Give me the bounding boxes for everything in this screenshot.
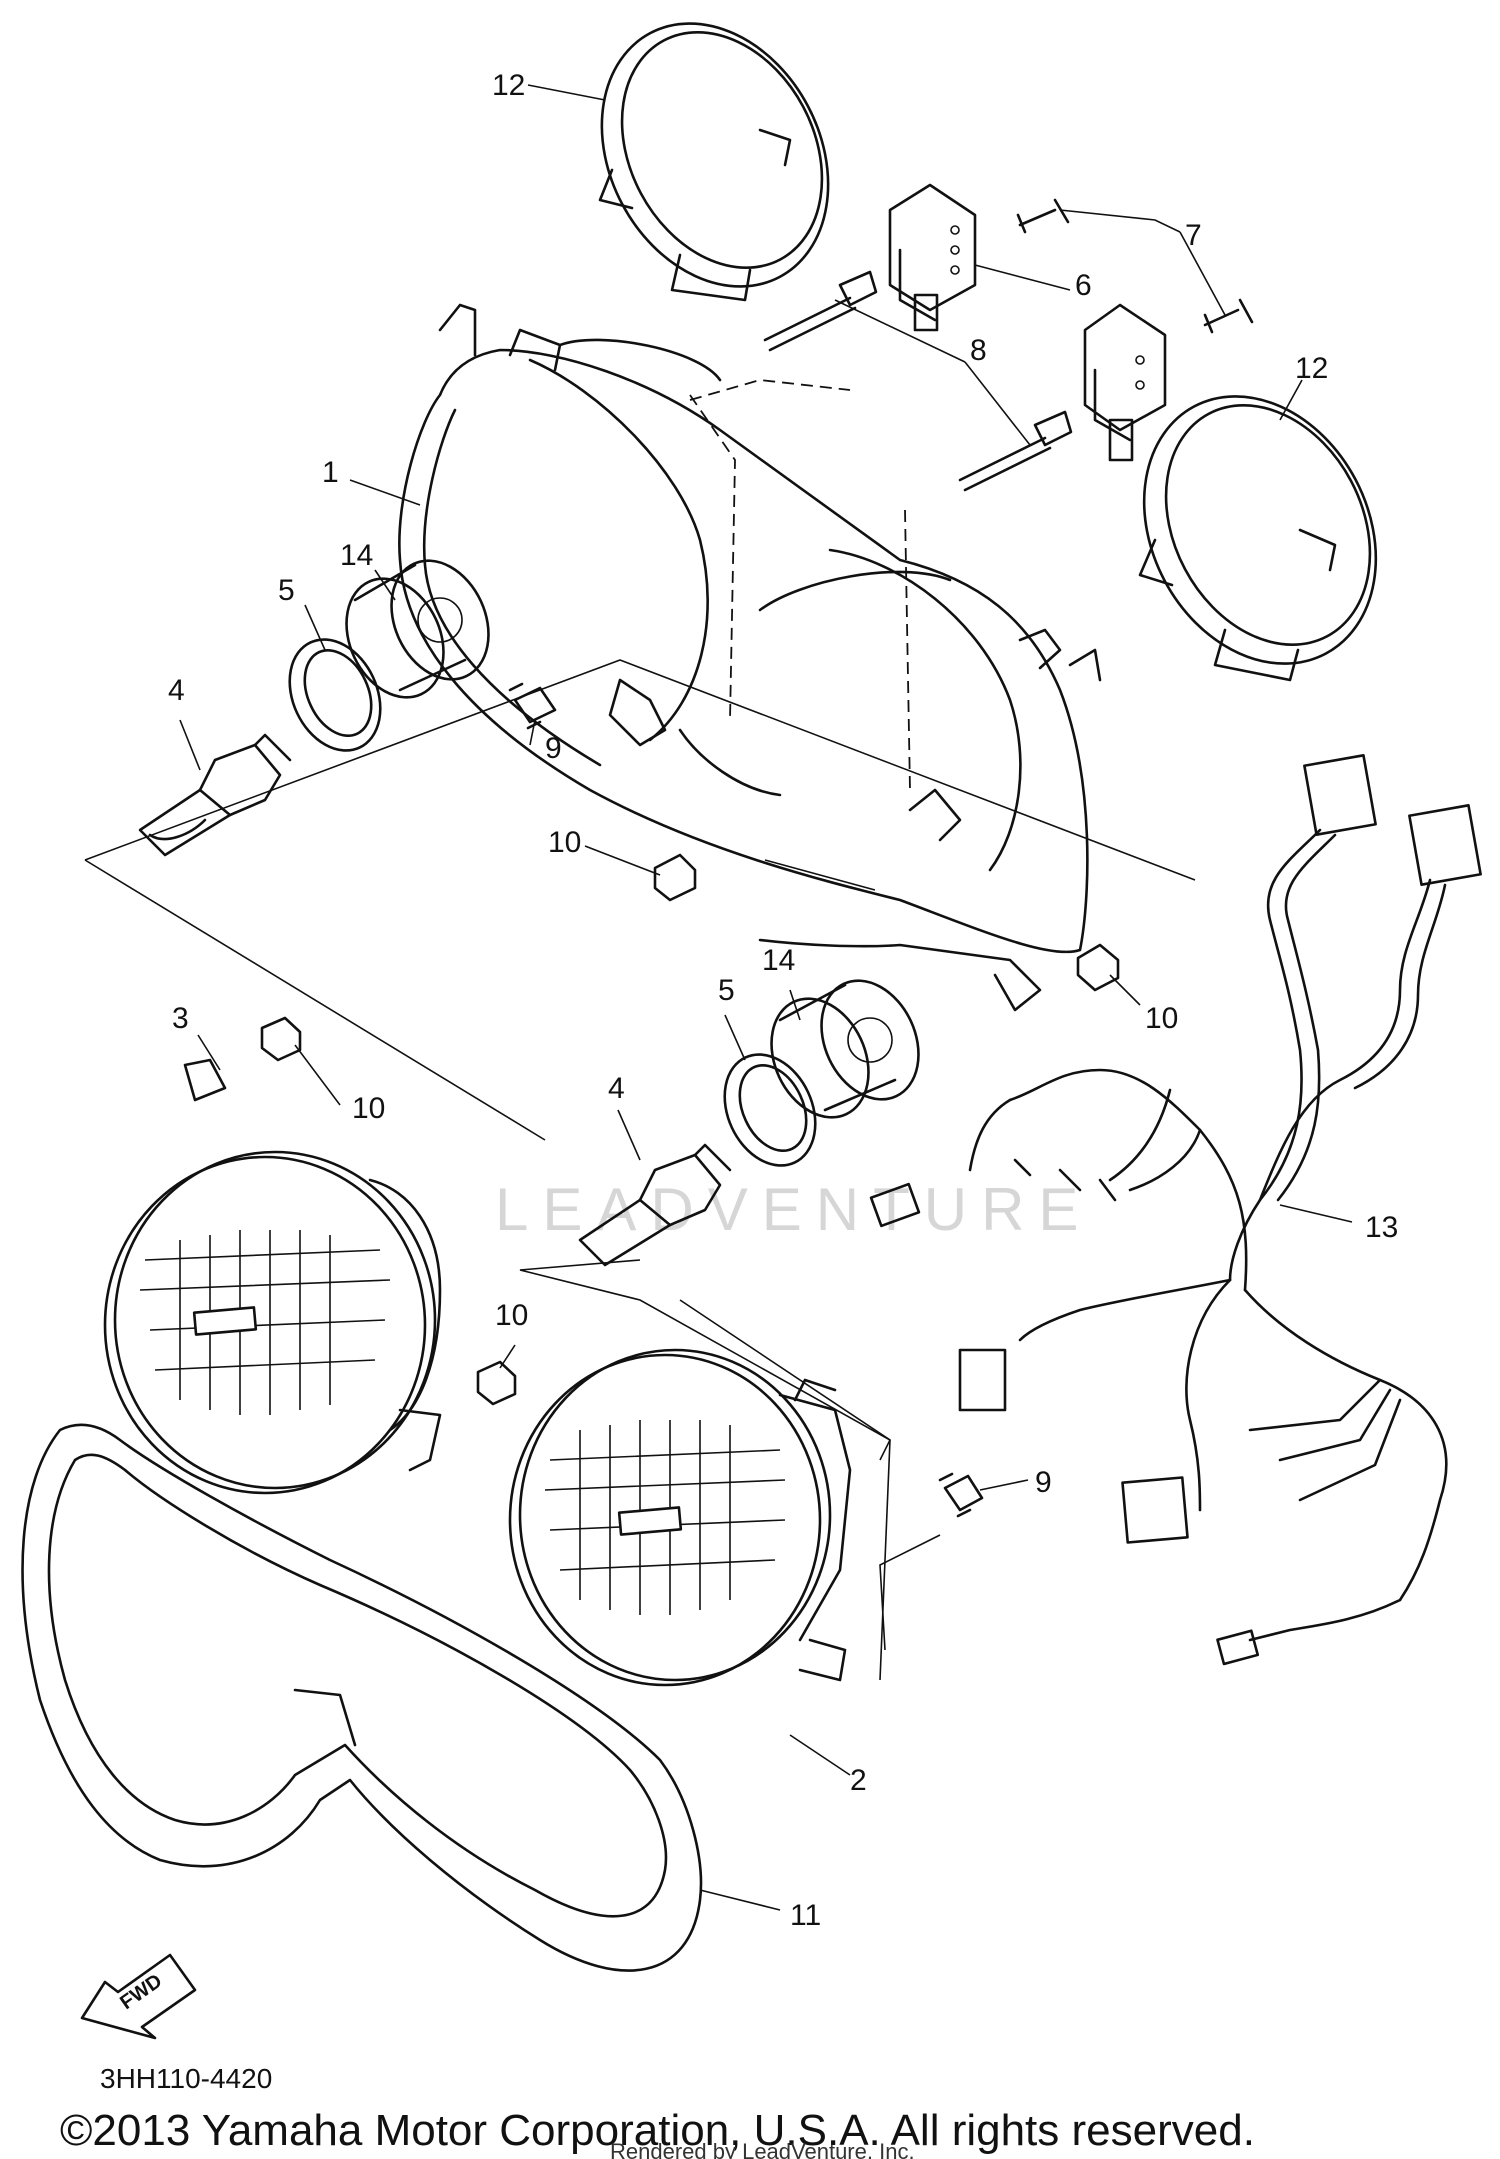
callout-5-upper: 5 — [278, 574, 295, 607]
callout-9-lower: 9 — [1035, 1466, 1052, 1499]
part-5-ring-lower — [723, 1053, 817, 1167]
part-9-lower-connector — [938, 1472, 984, 1518]
part-4-bulb-upper — [138, 733, 292, 857]
callouts: 12 7 6 8 12 1 14 5 4 9 10 10 3 14 5 4 10… — [168, 69, 1398, 1932]
part-1-housing — [398, 303, 1102, 1012]
callout-12-top: 12 — [492, 69, 525, 102]
callout-10-d: 10 — [495, 1299, 528, 1332]
part-11-cover — [21, 1423, 703, 1972]
part-10-nut-c — [260, 1016, 302, 1062]
part-8-long-bolts — [763, 270, 1073, 492]
callout-3: 3 — [172, 1002, 189, 1035]
part-12-right-rim — [1138, 395, 1378, 682]
callout-10-a: 10 — [548, 826, 581, 859]
copyright-text: ©2013 Yamaha Motor Corporation, U.S.A. A… — [60, 2106, 1255, 2155]
part-2-headlight-right — [508, 1348, 852, 1687]
callout-4-upper: 4 — [168, 674, 185, 707]
diagram-code: 3HH110-4420 — [100, 2063, 272, 2094]
watermark-text: LEADVENTURE — [495, 1176, 1092, 1243]
callout-14-upper: 14 — [340, 539, 373, 572]
rendered-by-text: Rendered by LeadVenture, Inc. — [610, 2139, 915, 2159]
callout-14-lower: 14 — [762, 944, 795, 977]
callout-9-upper: 9 — [545, 732, 562, 765]
callout-10-b: 10 — [1145, 1002, 1178, 1035]
part-14-socket-upper — [345, 559, 490, 699]
callout-6: 6 — [1075, 269, 1092, 302]
callout-5-lower: 5 — [718, 974, 735, 1007]
callout-1: 1 — [322, 456, 339, 489]
part-3-headlight-left — [103, 1058, 442, 1495]
part-6-bracket-top — [888, 183, 977, 332]
fwd-arrow: FWD — [80, 1953, 197, 2040]
part-10-nut-a — [653, 853, 697, 902]
leader-lines — [179, 84, 1353, 1911]
part-10-nut-d — [476, 1360, 517, 1406]
callout-12-right: 12 — [1295, 352, 1328, 385]
callout-13: 13 — [1365, 1211, 1398, 1244]
part-13-harness — [869, 754, 1482, 1666]
part-5-ring-upper — [288, 638, 382, 752]
part-12-top-rim — [598, 22, 830, 302]
part-4-bulb-lower — [578, 1143, 732, 1267]
part-14-socket-lower — [770, 979, 920, 1119]
part-6-bracket-lower — [1083, 303, 1167, 462]
callout-11: 11 — [790, 1899, 821, 1932]
callout-8: 8 — [970, 334, 987, 367]
guide-lines — [84, 379, 1196, 1681]
callout-4-lower: 4 — [608, 1072, 625, 1105]
part-7-bolts — [1016, 198, 1254, 334]
callout-7: 7 — [1185, 219, 1202, 252]
part-10-nut-b — [1076, 943, 1120, 992]
callout-2: 2 — [850, 1764, 867, 1797]
callout-10-c: 10 — [352, 1092, 385, 1125]
